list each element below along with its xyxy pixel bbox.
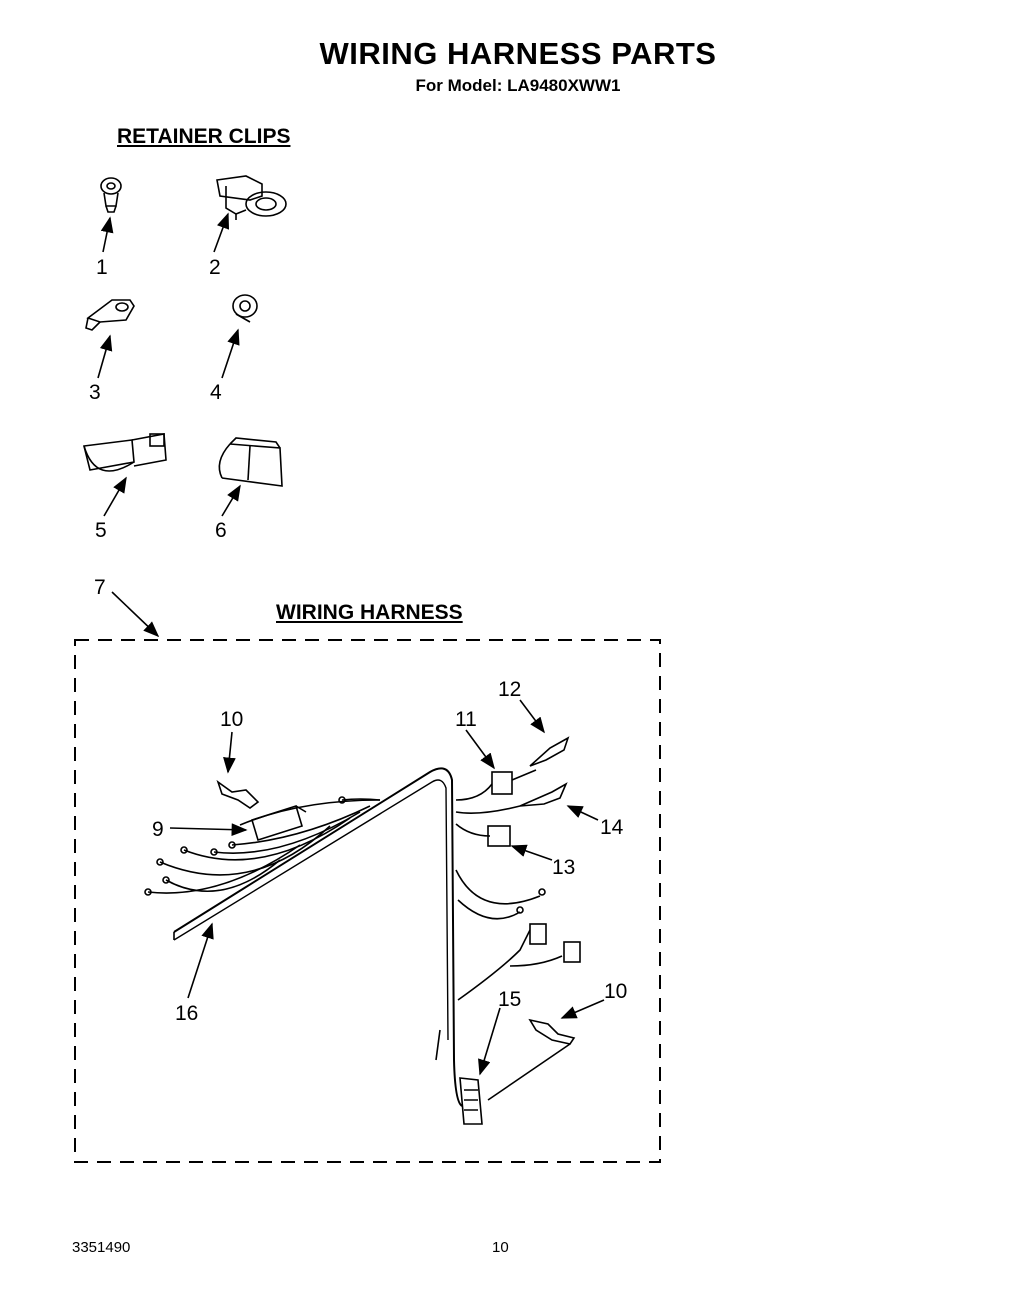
callout-14: 14	[600, 816, 624, 839]
model-subtitle: For Model: LA9480XWW1	[415, 76, 621, 95]
page-title: WIRING HARNESS PARTS	[319, 36, 717, 71]
callout-6: 6	[215, 519, 227, 542]
callout-4: 4	[210, 381, 222, 404]
retainer-clip-6-icon	[218, 437, 283, 487]
retainer-clip-5-icon	[83, 433, 167, 472]
wiring-harness-icon	[144, 736, 581, 1125]
doc-number: 3351490	[72, 1239, 131, 1256]
wiring-harness-heading: WIRING HARNESS	[276, 601, 463, 624]
callout-12: 12	[498, 678, 521, 701]
callout-11: 11	[455, 708, 477, 731]
retainer-clip-2-icon	[216, 175, 287, 220]
retainer-clip-3-icon	[85, 299, 135, 331]
callout-7: 7	[94, 576, 106, 599]
callout-16: 16	[175, 1002, 198, 1025]
callout-10-upper: 10	[220, 708, 243, 731]
retainer-clip-4-icon	[232, 294, 258, 323]
callout-1: 1	[96, 256, 108, 279]
callout-13: 13	[552, 856, 575, 879]
callout-15: 15	[498, 988, 521, 1011]
callout-10-lower: 10	[604, 980, 627, 1003]
retainer-clip-1-icon	[100, 177, 122, 213]
retainer-clips-heading: RETAINER CLIPS	[117, 125, 291, 148]
page-number: 10	[492, 1239, 509, 1256]
callout-9: 9	[152, 818, 164, 841]
callout-3: 3	[89, 381, 101, 404]
callout-5: 5	[95, 519, 107, 542]
wiring-harness-frame	[74, 639, 661, 1163]
callout-2: 2	[209, 256, 221, 279]
